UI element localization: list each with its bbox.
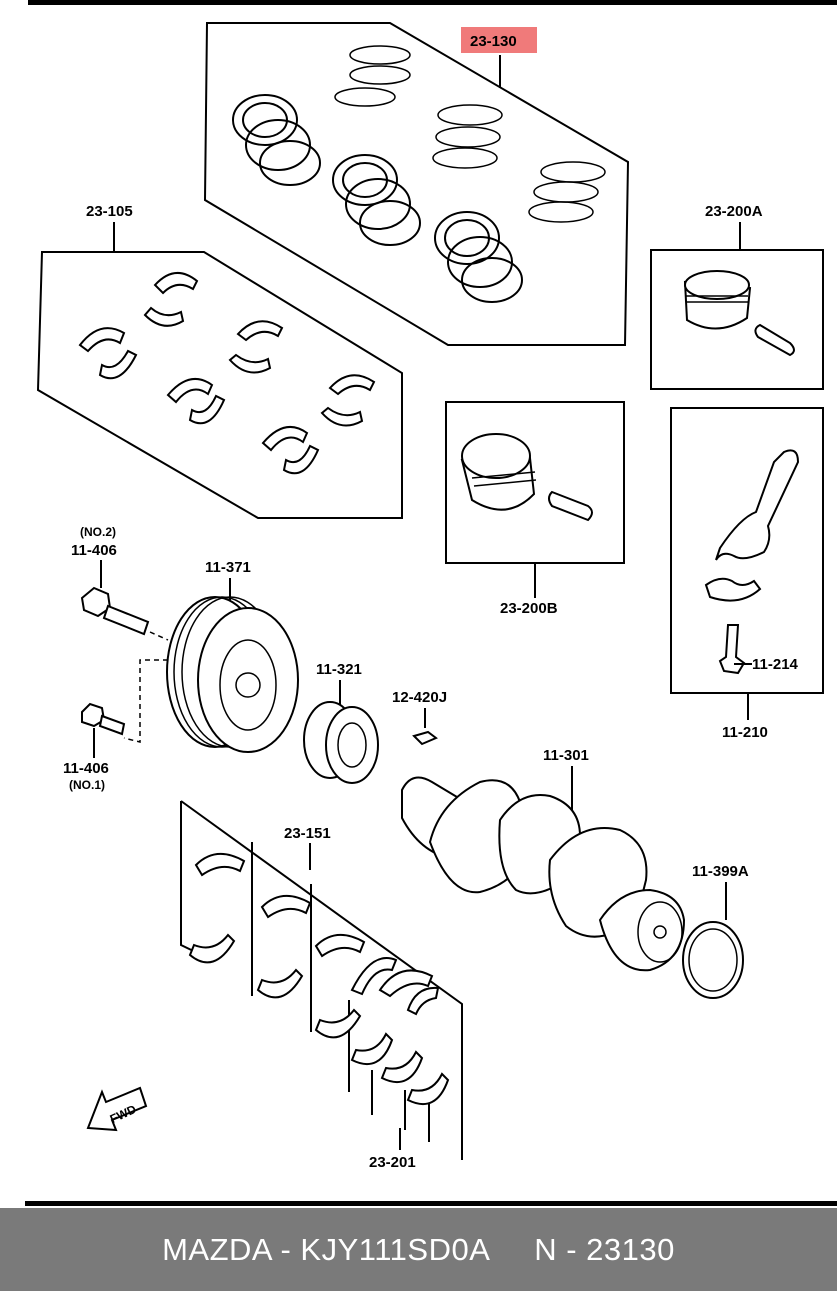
highlight-box [461,27,537,53]
label-bolt2-note: (NO.2) [80,525,116,539]
top-border [28,0,837,5]
rear-oil-seal[interactable]: 11-399A [682,863,749,999]
label-key: 12-420J [392,689,447,706]
label-piston-a: 23-200A [705,203,763,220]
piston-a[interactable]: 23-200A [650,203,824,390]
label-main-bearings: 23-201 [369,1154,416,1171]
piston-b[interactable]: 23-200B [445,401,625,617]
fwd-arrow-icon: FWD [86,1086,148,1132]
label-crankshaft: 11-301 [543,747,589,764]
upper-bearing-set[interactable]: 23-105 [36,203,403,519]
woodruff-key[interactable]: 12-420J [392,689,447,746]
bolt-no2[interactable]: (NO.2) 11-406 [71,525,169,641]
label-bolt1-note: (NO.1) [69,778,105,792]
bottom-border [25,1201,837,1206]
timing-sprocket[interactable]: 11-321 [303,661,379,784]
label-seal: 11-399A [692,863,749,880]
label-piston-b: 23-200B [500,600,558,617]
label-pulley: 11-371 [205,559,251,576]
label-rings: 23-130 [470,33,517,50]
label-sprocket: 11-321 [316,661,362,678]
piston-ring-set[interactable]: 23-130 [203,22,630,346]
engine-parts-diagram: 23-130 23-105 23-200A [25,0,837,1206]
crank-pulley[interactable]: 11-371 [166,559,299,753]
bolt-no1[interactable]: 11-406 (NO.1) [63,659,168,792]
label-thrust: 23-151 [284,825,331,842]
crankshaft[interactable]: 11-301 [401,747,686,972]
label-bolt2: 11-406 [71,542,117,559]
footer-text: MAZDA - KJY111SD0A N - 23130 [162,1231,675,1267]
footer-bar: MAZDA - KJY111SD0A N - 23130 [0,1208,837,1291]
label-rod: 11-210 [722,724,768,741]
thrust-bearings[interactable]: 23-151 23-201 [180,800,463,1171]
label-bearings-upper: 23-105 [86,203,133,220]
label-bolt1: 11-406 [63,760,109,777]
label-rod-bolt: 11-214 [752,656,799,673]
connecting-rod[interactable]: 11-214 11-210 [670,407,824,741]
